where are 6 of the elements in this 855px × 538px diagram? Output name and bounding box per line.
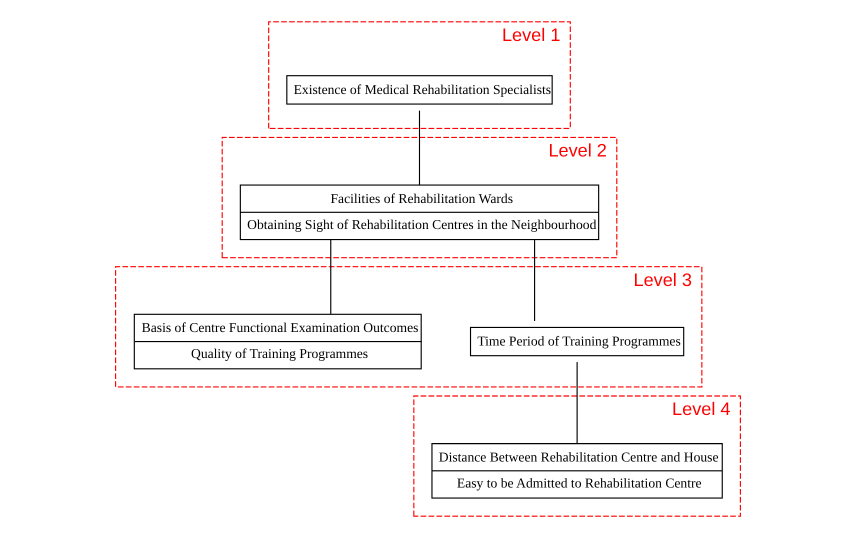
node-box: Existence of Medical Rehabilitation Specialists bbox=[286, 75, 552, 105]
connector bbox=[576, 362, 578, 444]
connector bbox=[330, 240, 331, 314]
connector bbox=[534, 240, 535, 321]
connector bbox=[418, 110, 420, 185]
node-box: Time Period of Training Programmes bbox=[469, 326, 684, 356]
